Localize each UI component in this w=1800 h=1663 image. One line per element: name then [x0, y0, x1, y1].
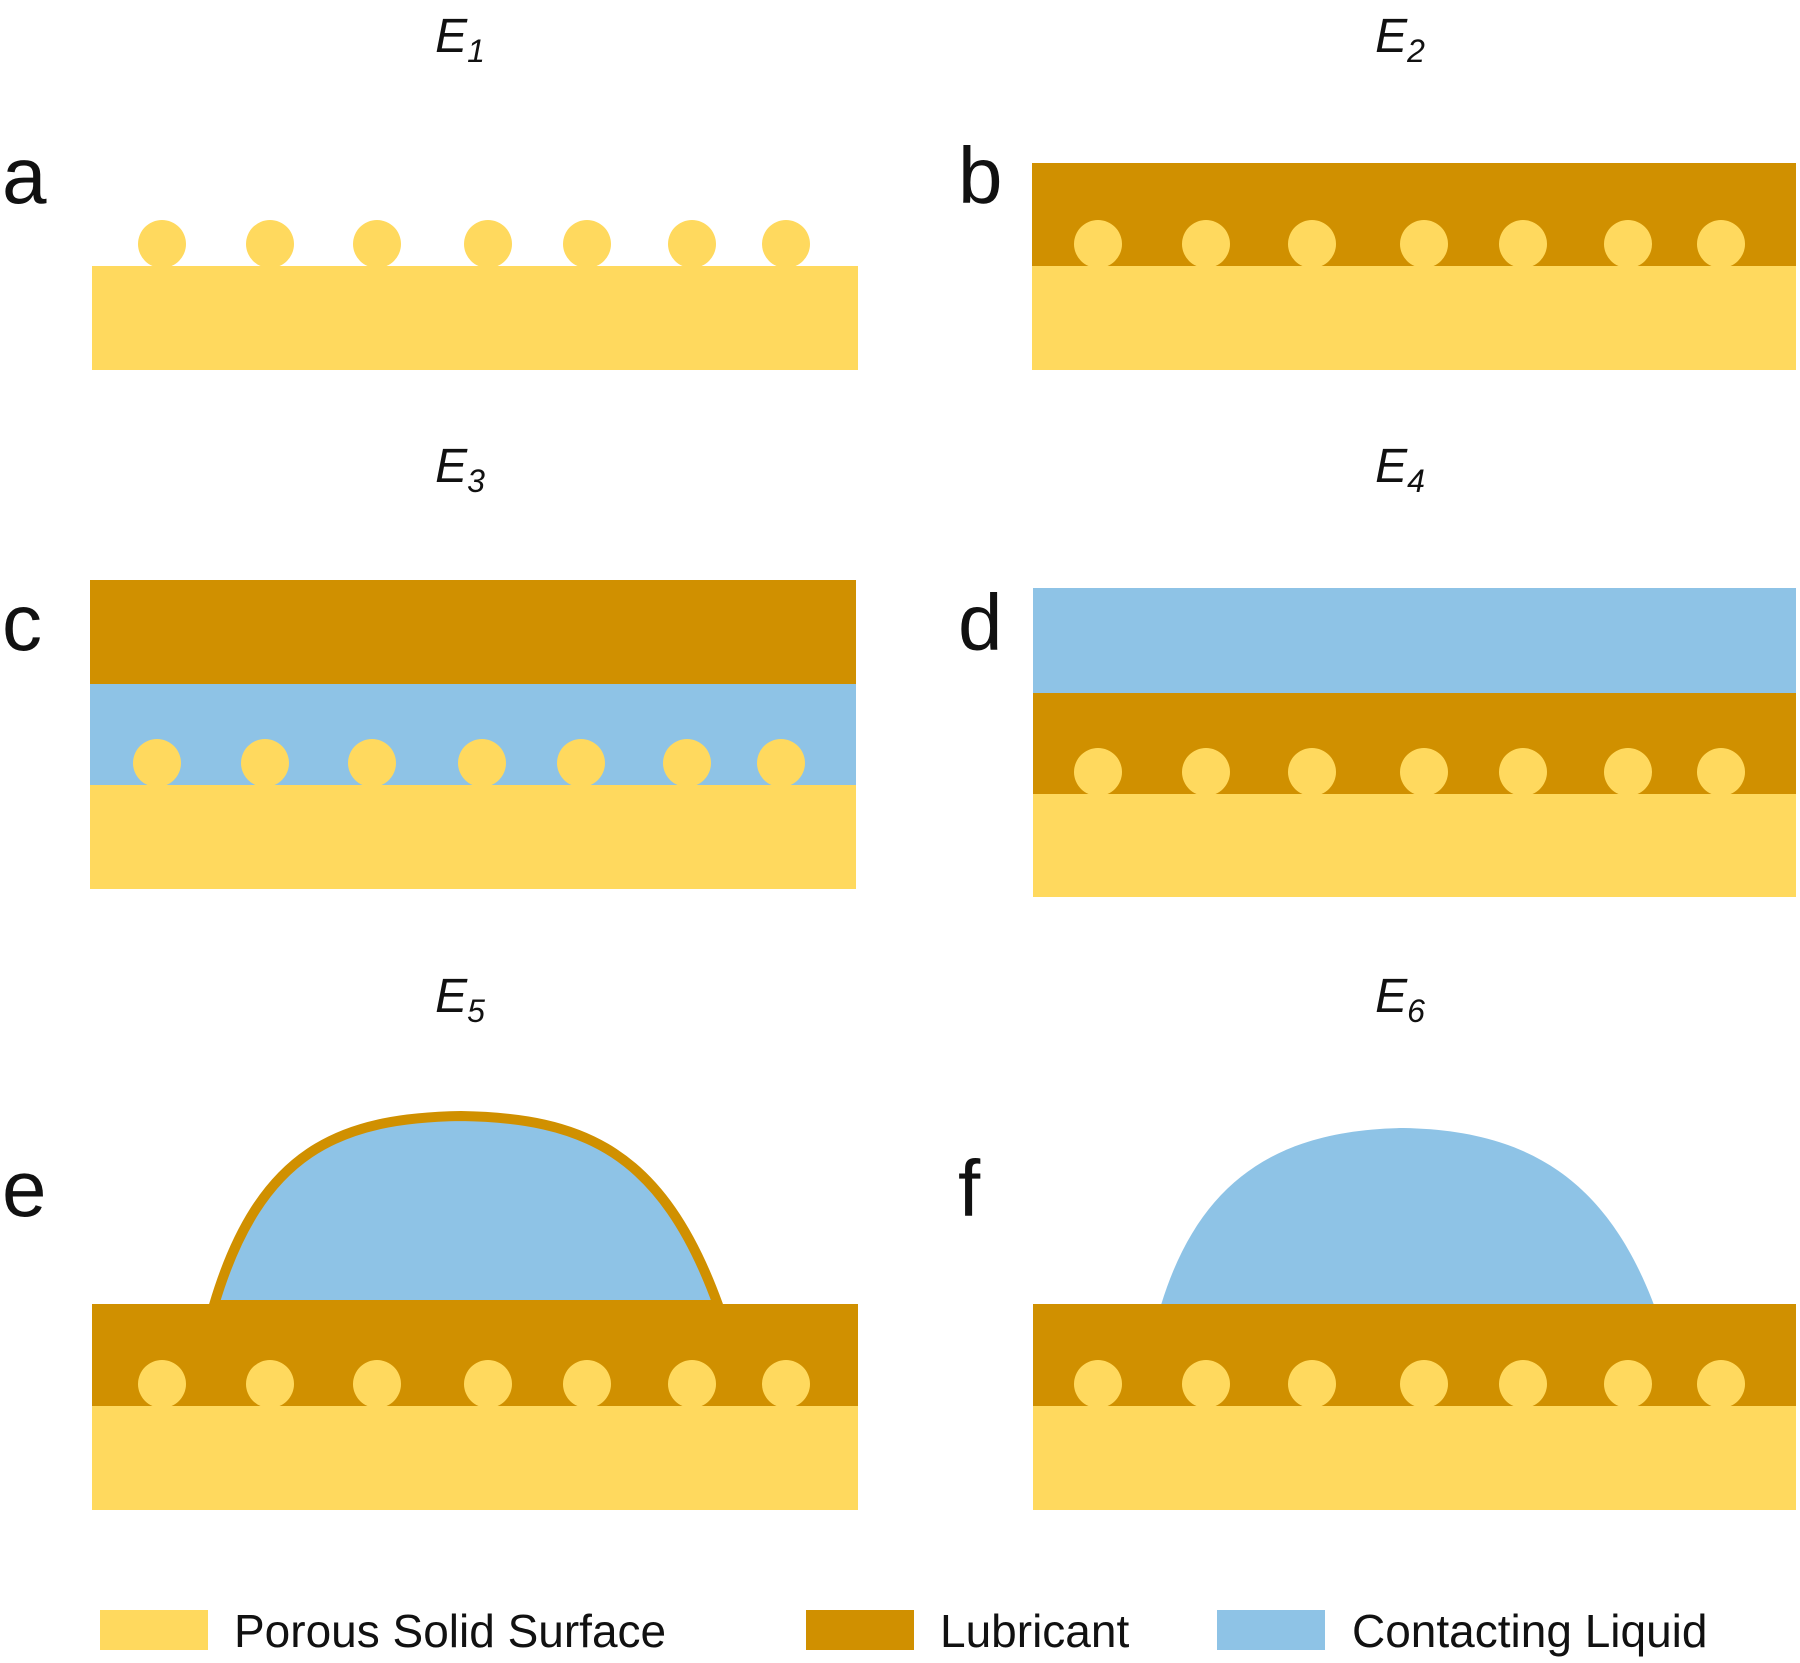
- panel-d: E4 d: [958, 440, 1796, 897]
- panel-d-liquid-layer: [1033, 588, 1796, 694]
- legend-label-lubricant: Lubricant: [940, 1605, 1129, 1657]
- panel-f-droplet: [1161, 1128, 1654, 1305]
- legend-swatch-solid: [100, 1610, 208, 1650]
- panel-a-letter: a: [2, 131, 47, 220]
- panel-d-letter: d: [958, 578, 1003, 667]
- legend-swatch-liquid: [1217, 1610, 1325, 1650]
- panel-e-letter: e: [2, 1144, 47, 1233]
- panel-c-solid-layer: [90, 785, 856, 889]
- panel-b-energy-label: E2: [1375, 10, 1425, 69]
- legend-label-liquid: Contacting Liquid: [1352, 1605, 1707, 1657]
- panel-e-energy-label: E5: [435, 970, 485, 1029]
- legend-swatch-lubricant: [806, 1610, 914, 1650]
- panel-c-solid-bumps: [133, 739, 805, 787]
- legend: Porous Solid Surface Lubricant Contactin…: [100, 1605, 1707, 1657]
- panel-c: E3 c: [2, 440, 856, 889]
- panel-b-letter: b: [958, 131, 1003, 220]
- panel-d-solid-layer: [1033, 794, 1796, 897]
- panel-b: E2 b: [958, 10, 1796, 370]
- panel-f: E6 f: [958, 970, 1796, 1510]
- panel-f-solid-bumps: [1074, 1360, 1745, 1408]
- panel-d-solid-bumps: [1074, 748, 1745, 796]
- panel-e: E5 e: [2, 970, 858, 1510]
- panel-f-solid-layer: [1033, 1406, 1796, 1510]
- panel-a: E1 a: [2, 10, 858, 370]
- panel-f-energy-label: E6: [1375, 970, 1425, 1029]
- panel-e-solid-layer: [92, 1406, 858, 1510]
- panel-c-letter: c: [2, 578, 42, 667]
- panel-c-lubricant-layer: [90, 580, 856, 684]
- panel-e-solid-bumps: [138, 1360, 810, 1408]
- panel-f-letter: f: [958, 1144, 981, 1233]
- legend-label-solid: Porous Solid Surface: [234, 1605, 666, 1657]
- panel-e-droplet: [209, 1111, 723, 1310]
- panel-a-solid-bumps: [138, 220, 810, 268]
- panel-a-energy-label: E1: [435, 10, 485, 69]
- panel-c-energy-label: E3: [435, 440, 485, 499]
- panel-b-solid-layer: [1032, 266, 1796, 370]
- panel-a-solid-layer: [92, 266, 858, 370]
- panel-d-energy-label: E4: [1375, 440, 1425, 499]
- panel-b-solid-bumps: [1074, 220, 1745, 268]
